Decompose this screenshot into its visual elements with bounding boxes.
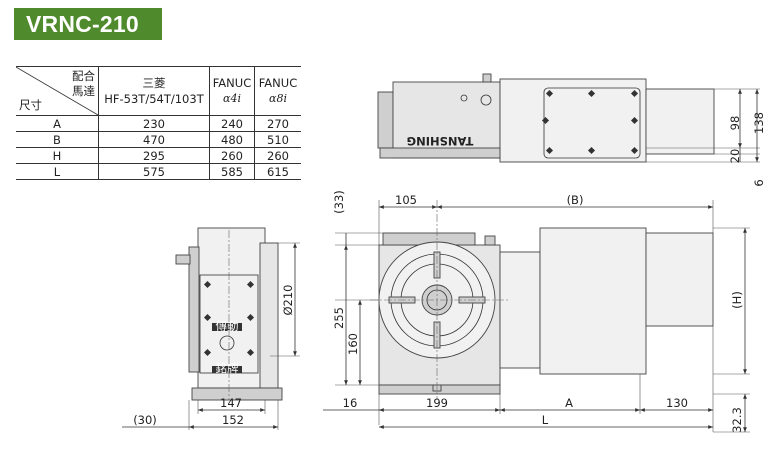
plate-label-1: 傳動 bbox=[216, 319, 239, 333]
dim-a: A bbox=[565, 396, 573, 410]
table-row: L 575 585 615 bbox=[16, 163, 301, 180]
motor-extension bbox=[645, 88, 715, 155]
diagonal-divider bbox=[16, 67, 98, 115]
motor-block bbox=[499, 78, 647, 163]
side-plate-label bbox=[212, 323, 242, 331]
side-fitting bbox=[175, 254, 191, 265]
row-label: B bbox=[16, 131, 99, 148]
table-row: A 230 240 270 bbox=[16, 115, 301, 132]
end-cap bbox=[377, 91, 394, 149]
plate-label-2: 銘牌 bbox=[216, 361, 239, 375]
table-row: H 295 260 260 bbox=[16, 147, 301, 164]
side-base bbox=[191, 387, 283, 401]
dim-16: 16 bbox=[343, 396, 358, 410]
dim-33: (33) bbox=[332, 190, 346, 214]
corner-header-line2: 馬達 bbox=[72, 84, 95, 98]
mount-hole-icon bbox=[460, 94, 468, 102]
front-view: 105 (B) (33) 255 160 (H) 16 199 A 130 L … bbox=[323, 190, 750, 433]
column-header-line2: HF-53T/54T/103T bbox=[104, 92, 204, 106]
dim-130: 130 bbox=[666, 396, 688, 410]
row-label: H bbox=[16, 147, 99, 164]
dim-b: (B) bbox=[567, 193, 584, 207]
mount-hole-icon bbox=[480, 94, 492, 106]
table-cell: 260 bbox=[209, 147, 255, 164]
table-header-row: 配合 馬達 尺寸 三菱 HF-53T/54T/103T FANUC α4i FA… bbox=[16, 66, 301, 116]
column-header-line1: 三菱 bbox=[142, 76, 166, 90]
motor-dimension-table: 配合 馬達 尺寸 三菱 HF-53T/54T/103T FANUC α4i FA… bbox=[16, 66, 301, 180]
column-header-line1: FANUC bbox=[258, 76, 298, 90]
table-cell: 295 bbox=[98, 147, 210, 164]
table-cell: 240 bbox=[209, 115, 255, 132]
table-cell: 510 bbox=[254, 131, 301, 148]
table-cell: 575 bbox=[98, 163, 210, 180]
brand-text: TANSHING bbox=[407, 134, 474, 148]
dim-160: 160 bbox=[346, 333, 360, 355]
grease-fitting bbox=[482, 73, 492, 83]
dim-98: 98 bbox=[728, 116, 742, 131]
dim-152: 152 bbox=[222, 413, 244, 427]
motor-tail-front bbox=[645, 232, 714, 327]
table-cell: 585 bbox=[209, 163, 255, 180]
column-header-line1: FANUC bbox=[212, 76, 252, 90]
table-cell: 480 bbox=[209, 131, 255, 148]
dim-l: L bbox=[542, 413, 549, 427]
model-title: VRNC-210 bbox=[14, 8, 162, 40]
dim-20: 20 bbox=[728, 149, 742, 164]
housing-body bbox=[392, 81, 501, 159]
corner-header-motor: 配合 馬達 bbox=[72, 69, 95, 99]
table-cell: 470 bbox=[98, 131, 210, 148]
side-bolts bbox=[203, 280, 255, 357]
table-cell: 615 bbox=[254, 163, 301, 180]
row-label: L bbox=[16, 163, 99, 180]
table-cell: 270 bbox=[254, 115, 301, 132]
table-cell: 230 bbox=[98, 115, 210, 132]
corner-header-size: 尺寸 bbox=[19, 98, 42, 112]
side-body bbox=[197, 227, 266, 389]
side-port-icon bbox=[219, 335, 235, 351]
dim-dia-210: Ø210 bbox=[281, 284, 295, 315]
corner-header-line1: 配合 bbox=[72, 69, 95, 83]
table-row: B 470 480 510 bbox=[16, 131, 301, 148]
motor-body-front bbox=[539, 227, 647, 375]
bolt-heads bbox=[541, 89, 639, 155]
dim-105: 105 bbox=[395, 193, 417, 207]
dim-30: (30) bbox=[133, 413, 157, 427]
column-header-line2: α4i bbox=[223, 92, 241, 105]
dim-199: 199 bbox=[426, 396, 448, 410]
table-disc-edge bbox=[259, 242, 279, 389]
dim-6: 6 bbox=[752, 179, 766, 186]
dim-h: (H) bbox=[730, 291, 744, 309]
dim-138: 138 bbox=[752, 112, 766, 134]
table-corner-cell: 配合 馬達 尺寸 bbox=[16, 66, 99, 116]
side-view: 傳動 銘牌 Ø210 147 152 (30) bbox=[122, 227, 300, 430]
dim-255: 255 bbox=[332, 307, 346, 329]
gear-housing bbox=[499, 251, 541, 369]
side-plate-label-2 bbox=[212, 366, 242, 373]
side-flange bbox=[188, 246, 200, 373]
column-header-fanuc-a4i: FANUC α4i bbox=[209, 66, 255, 116]
column-header-fanuc-a8i: FANUC α8i bbox=[254, 66, 301, 116]
column-header-mitsubishi: 三菱 HF-53T/54T/103T bbox=[98, 66, 210, 116]
column-header-line2: α8i bbox=[269, 92, 287, 105]
dim-32-3: 32.3 bbox=[730, 407, 744, 433]
base-flange bbox=[379, 147, 501, 159]
dim-147: 147 bbox=[220, 396, 242, 410]
top-view: TANSHING 98 138 20 6 bbox=[377, 73, 766, 187]
table-cell: 260 bbox=[254, 147, 301, 164]
front-fitting bbox=[484, 235, 496, 246]
row-label: A bbox=[16, 115, 99, 132]
motor-cover-plate bbox=[543, 87, 641, 159]
